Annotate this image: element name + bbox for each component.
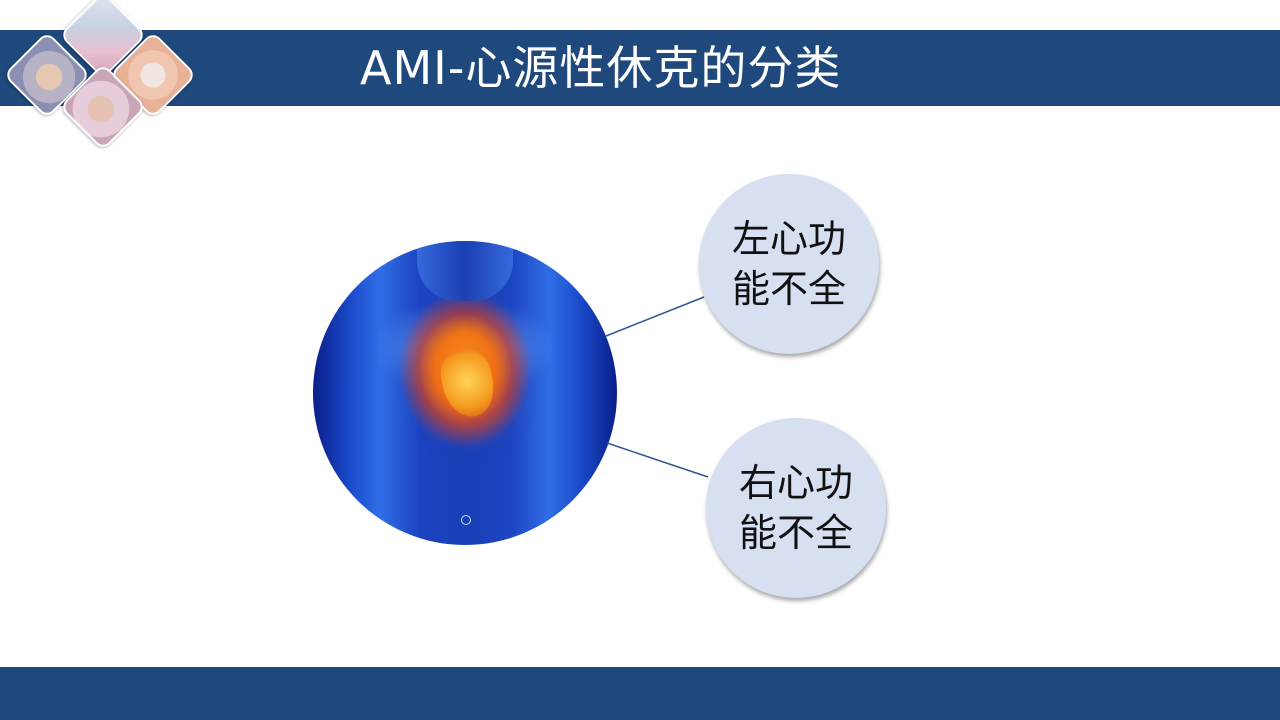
logo-collage	[0, 0, 200, 151]
torso-heart-image	[313, 241, 617, 545]
bubble-line: 能不全	[738, 511, 853, 555]
neck-shape	[417, 241, 513, 301]
slide-title: AMI-心源性休克的分类	[360, 41, 842, 95]
right-heart-failure-bubble: 右心功 能不全	[706, 418, 886, 598]
bubble-line: 左心功	[731, 217, 846, 261]
connector-left-heart	[605, 296, 705, 337]
bubble-line: 右心功	[738, 461, 853, 505]
footer-bar	[0, 667, 1280, 720]
bubble-line: 能不全	[731, 267, 846, 311]
title-banner	[0, 30, 1280, 106]
heart-icon	[436, 346, 500, 422]
left-heart-failure-bubble: 左心功 能不全	[699, 174, 879, 354]
navel-shape	[461, 515, 471, 525]
connector-right-heart	[606, 442, 709, 478]
